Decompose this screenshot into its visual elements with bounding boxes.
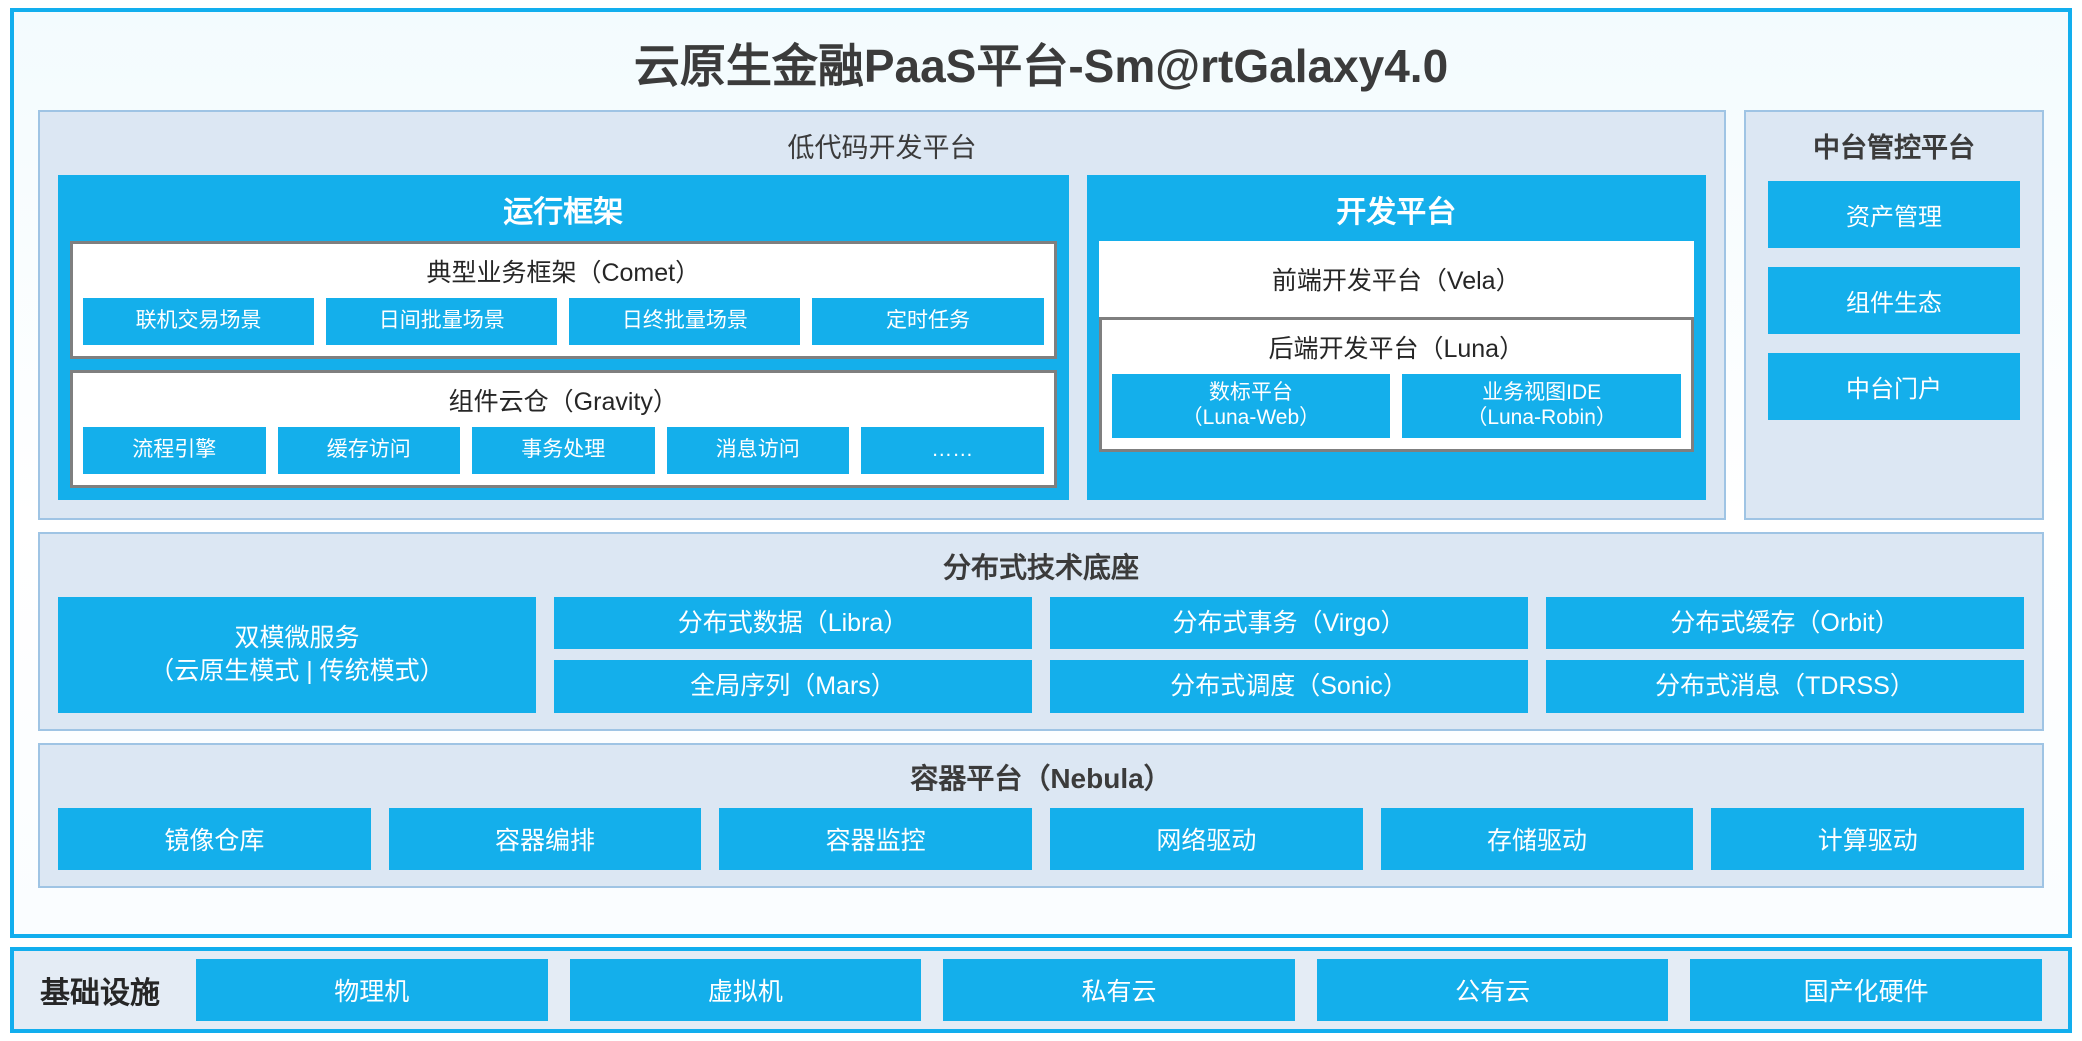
microservice-column: 双模微服务 （云原生模式 | 传统模式）: [58, 596, 536, 713]
comet-card: 典型业务框架（Comet） 联机交易场景 日间批量场景 日终批量场景 定时任务: [70, 241, 1057, 359]
container-tile-storage-driver[interactable]: 存储驱动: [1380, 807, 1694, 870]
distributed-column-3: 分布式缓存（Orbit） 分布式消息（TDRSS）: [1546, 596, 2024, 713]
microservice-tile[interactable]: 双模微服务 （云原生模式 | 传统模式）: [58, 596, 536, 713]
distributed-columns: 双模微服务 （云原生模式 | 传统模式） 分布式数据（Libra） 全局序列（M…: [58, 596, 2024, 713]
dist-tile-orbit[interactable]: 分布式缓存（Orbit）: [1546, 596, 2024, 650]
container-tile-monitoring[interactable]: 容器监控: [719, 807, 1033, 870]
page-title: 云原生金融PaaS平台-Sm@rtGalaxy4.0: [633, 40, 1449, 92]
frontend-platform-card[interactable]: 前端开发平台（Vela）: [1098, 241, 1694, 317]
comet-title: 典型业务框架（Comet）: [426, 259, 701, 287]
comet-chip[interactable]: 联机交易场景: [83, 298, 315, 345]
container-platform-section: 容器平台（Nebula） 镜像仓库 容器编排 容器监控 网络驱动 存储驱动 计算…: [38, 742, 2044, 888]
dist-tile-tdrss[interactable]: 分布式消息（TDRSS）: [1546, 660, 2024, 713]
infra-tile-private-cloud[interactable]: 私有云: [943, 959, 1295, 1021]
luna-web-code: （Luna-Web）: [1181, 405, 1321, 429]
platform-panel: 云原生金融PaaS平台-Sm@rtGalaxy4.0 低代码开发平台 运行框架 …: [10, 8, 2072, 938]
infrastructure-tile-row: 物理机 虚拟机 私有云 公有云 国产化硬件: [196, 959, 2042, 1021]
infra-tile-physical[interactable]: 物理机: [196, 959, 548, 1021]
infrastructure-label: 基础设施: [40, 977, 160, 1010]
gravity-chip[interactable]: 事务处理: [472, 426, 655, 474]
comet-chip[interactable]: 定时任务: [812, 298, 1044, 345]
top-row: 低代码开发平台 运行框架 典型业务框架（Comet） 联机交易场景 日间批量场景…: [38, 110, 2044, 520]
lowcode-platform-title: 低代码开发平台: [787, 133, 977, 163]
management-platform-section: 中台管控平台 资产管理 组件生态 中台门户: [1744, 110, 2044, 520]
dist-tile-mars[interactable]: 全局序列（Mars）: [554, 660, 1032, 713]
lowcode-platform-section: 低代码开发平台 运行框架 典型业务框架（Comet） 联机交易场景 日间批量场景…: [38, 110, 1726, 520]
dist-tile-libra[interactable]: 分布式数据（Libra）: [554, 596, 1032, 650]
luna-robin-chip[interactable]: 业务视图IDE （Luna-Robin）: [1402, 374, 1681, 438]
luna-robin-name: 业务视图IDE: [1482, 381, 1602, 404]
backend-platform-title: 后端开发平台（Luna）: [1268, 335, 1525, 363]
comet-chip[interactable]: 日间批量场景: [326, 298, 558, 345]
mgmt-item-portal[interactable]: 中台门户: [1768, 353, 2020, 420]
gravity-chip[interactable]: 缓存访问: [277, 426, 460, 474]
infra-tile-public-cloud[interactable]: 公有云: [1316, 959, 1669, 1021]
dist-tile-virgo[interactable]: 分布式事务（Virgo）: [1050, 596, 1528, 650]
development-platform-title: 开发平台: [1336, 196, 1457, 229]
container-tile-network-driver[interactable]: 网络驱动: [1050, 807, 1363, 870]
management-platform-title: 中台管控平台: [1813, 133, 1975, 163]
distributed-column-1: 分布式数据（Libra） 全局序列（Mars）: [554, 596, 1032, 713]
microservice-name: 双模微服务: [234, 624, 360, 653]
gravity-chip-more[interactable]: ……: [861, 426, 1044, 474]
gravity-chip[interactable]: 消息访问: [666, 426, 849, 474]
distributed-column-2: 分布式事务（Virgo） 分布式调度（Sonic）: [1050, 596, 1528, 713]
mgmt-item-component[interactable]: 组件生态: [1768, 267, 2020, 334]
runtime-framework-box: 运行框架 典型业务框架（Comet） 联机交易场景 日间批量场景 日终批量场景 …: [58, 175, 1069, 500]
container-tile-row: 镜像仓库 容器编排 容器监控 网络驱动 存储驱动 计算驱动: [58, 807, 2025, 870]
luna-web-chip[interactable]: 数标平台 （Luna-Web）: [1111, 374, 1391, 438]
comet-chip[interactable]: 日终批量场景: [569, 298, 801, 345]
development-platform-box: 开发平台 前端开发平台（Vela） 后端开发平台（Luna） 数标平台 （Lun…: [1086, 175, 1706, 500]
microservice-sub: （云原生模式 | 传统模式）: [149, 656, 445, 685]
luna-web-name: 数标平台: [1208, 381, 1293, 404]
backend-platform-card: 后端开发平台（Luna） 数标平台 （Luna-Web） 业务视图IDE （Lu…: [1098, 317, 1694, 452]
gravity-card: 组件云仓（Gravity） 流程引擎 缓存访问 事务处理 消息访问 ……: [70, 369, 1057, 488]
gravity-chip-row: 流程引擎 缓存访问 事务处理 消息访问 ……: [83, 426, 1044, 474]
container-tile-image-registry[interactable]: 镜像仓库: [58, 807, 371, 870]
gravity-title: 组件云仓（Gravity）: [448, 387, 678, 416]
infrastructure-section: 基础设施 物理机 虚拟机 私有云 公有云 国产化硬件: [10, 947, 2072, 1033]
runtime-framework-title: 运行框架: [503, 196, 624, 229]
container-tile-compute-driver[interactable]: 计算驱动: [1711, 807, 2025, 870]
infra-tile-domestic-hardware[interactable]: 国产化硬件: [1690, 959, 2042, 1021]
backend-chip-row: 数标平台 （Luna-Web） 业务视图IDE （Luna-Robin）: [1111, 374, 1681, 438]
dist-tile-sonic[interactable]: 分布式调度（Sonic）: [1050, 660, 1528, 713]
distributed-base-section: 分布式技术底座 双模微服务 （云原生模式 | 传统模式） 分布式数据（Libra…: [38, 531, 2044, 731]
distributed-base-title: 分布式技术底座: [942, 551, 1139, 583]
container-platform-title: 容器平台（Nebula）: [910, 762, 1172, 794]
lowcode-columns: 运行框架 典型业务框架（Comet） 联机交易场景 日间批量场景 日终批量场景 …: [58, 175, 1706, 500]
mgmt-item-asset[interactable]: 资产管理: [1768, 181, 2020, 248]
comet-chip-row: 联机交易场景 日间批量场景 日终批量场景 定时任务: [83, 298, 1044, 345]
infra-tile-virtual[interactable]: 虚拟机: [569, 959, 922, 1021]
container-tile-orchestration[interactable]: 容器编排: [388, 807, 702, 870]
gravity-chip[interactable]: 流程引擎: [83, 426, 266, 474]
luna-robin-code: （Luna-Robin）: [1466, 405, 1617, 429]
